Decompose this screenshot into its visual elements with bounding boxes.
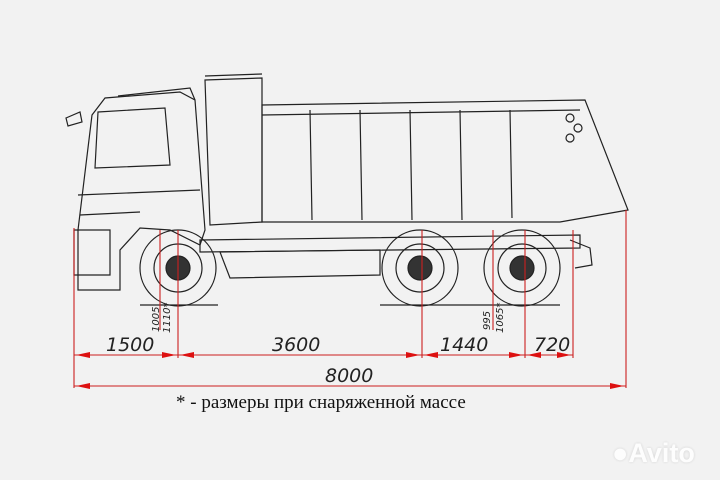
dim-axle-spacing: 1440 xyxy=(440,334,488,356)
avito-logo-icon: ● xyxy=(612,438,629,468)
dim-rear-overhang: 720 xyxy=(534,334,570,356)
watermark-text: Avito xyxy=(628,438,695,468)
dimension-arrows xyxy=(76,352,624,389)
truck-outline xyxy=(65,73,629,291)
avito-watermark: ●Avito xyxy=(612,438,695,469)
dim-overall-length: 8000 xyxy=(325,365,373,387)
dimension-lines xyxy=(73,210,627,388)
dim-rear-height-b: 1065* xyxy=(495,303,506,333)
dim-front-height-b: 1110* xyxy=(162,303,173,333)
dim-wheelbase: 3600 xyxy=(272,334,320,356)
footnote: * - размеры при снаряженной массе xyxy=(176,392,466,413)
wheels xyxy=(139,229,561,307)
dim-front-height-a: 1005 xyxy=(151,307,162,332)
dim-rear-height-a: 995 xyxy=(482,311,493,330)
dim-front-overhang: 1500 xyxy=(106,334,154,356)
